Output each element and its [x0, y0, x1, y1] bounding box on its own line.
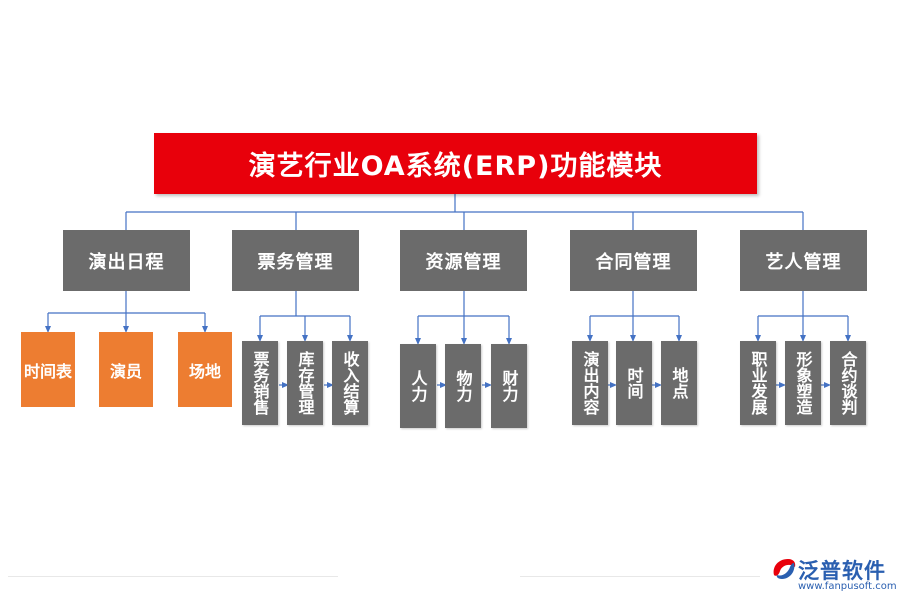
- leaf-timetable: 时间表: [21, 332, 75, 407]
- brand-name: 泛普软件: [798, 559, 886, 583]
- leaf-performance-content: 演出内容: [572, 341, 608, 425]
- diagram-title: 演艺行业OA系统(ERP)功能模块: [154, 133, 757, 194]
- leaf-material: 物力: [445, 344, 481, 428]
- brand-logo-icon: [773, 559, 796, 579]
- leaf-image-building: 形象塑造: [785, 341, 821, 425]
- leaf-revenue-settlement: 收入结算: [332, 341, 368, 425]
- leaf-time: 时间: [616, 341, 652, 425]
- brand-logo: 泛普软件 www.fanpusoft.com: [770, 553, 897, 598]
- leaf-financial: 财力: [491, 344, 527, 428]
- leaf-contract-negotiation: 合约谈判: [830, 341, 866, 425]
- module-contracts: 合同管理: [570, 230, 697, 291]
- leaf-inventory: 库存管理: [287, 341, 323, 425]
- leaf-location: 地点: [661, 341, 697, 425]
- module-ticketing: 票务管理: [232, 230, 359, 291]
- footer-rule-left: [8, 576, 338, 577]
- leaf-performers: 演员: [99, 332, 153, 407]
- leaf-venue: 场地: [178, 332, 232, 407]
- module-schedule: 演出日程: [63, 230, 190, 291]
- footer-rule-right: [520, 576, 760, 577]
- module-resources: 资源管理: [400, 230, 527, 291]
- module-artists: 艺人管理: [740, 230, 867, 291]
- brand-url: www.fanpusoft.com: [798, 581, 897, 592]
- leaf-human: 人力: [400, 344, 436, 428]
- leaf-career-development: 职业发展: [740, 341, 776, 425]
- leaf-ticket-sales: 票务销售: [242, 341, 278, 425]
